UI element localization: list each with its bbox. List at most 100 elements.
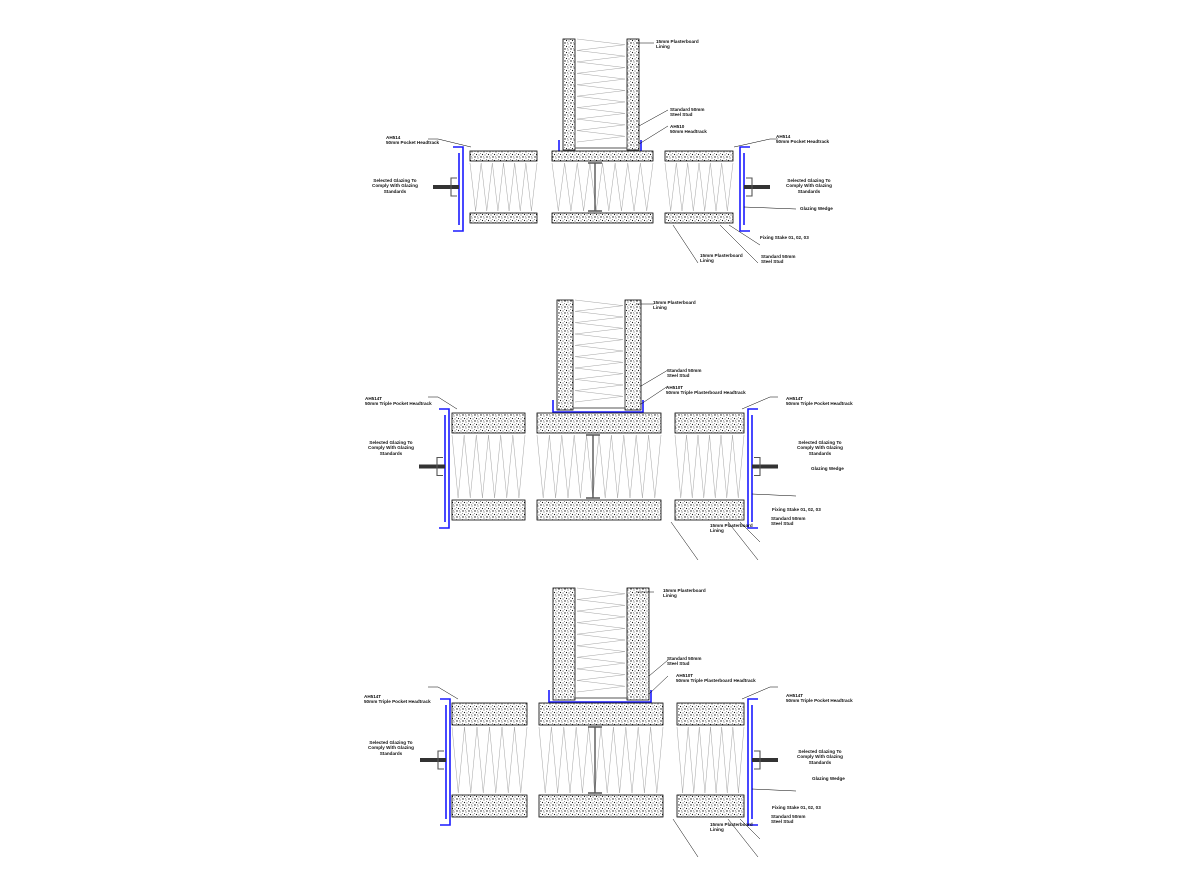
label-bottom-lining: 15mm Plasterboard Lining bbox=[700, 253, 743, 264]
steel-stud-top bbox=[572, 390, 626, 409]
leader-line bbox=[739, 521, 761, 543]
leader-line bbox=[728, 224, 761, 246]
insulation bbox=[576, 587, 626, 693]
plasterboard bbox=[538, 794, 664, 818]
glazing-wedge bbox=[746, 177, 753, 197]
glazing-wedge bbox=[450, 177, 457, 197]
glazing-wedge bbox=[436, 456, 443, 477]
insulation bbox=[574, 299, 624, 403]
plasterboard bbox=[676, 702, 745, 726]
label-headtrack-left: AH514T 50mm Triple Pocket Headtrack bbox=[364, 694, 431, 705]
plasterboard bbox=[469, 212, 538, 224]
label-glazing-left: Selected Glazing To Comply With Glazing … bbox=[368, 740, 414, 756]
insulation bbox=[451, 726, 528, 794]
plasterboard bbox=[451, 794, 528, 818]
leader-line bbox=[743, 206, 797, 210]
label-top-lining: 15mm Plasterboard Lining bbox=[653, 300, 696, 311]
label-glazing-wedge: Glazing Wedge bbox=[811, 466, 844, 471]
plasterboard bbox=[626, 38, 640, 151]
leader-line bbox=[428, 686, 459, 700]
label-glazing-wedge: Glazing Wedge bbox=[800, 206, 833, 211]
label-stud-top: Standard 50mm Steel Stud bbox=[670, 107, 705, 118]
headtrack-center bbox=[552, 400, 644, 413]
label-fixing: Fixing Stake 01, 02, 03 bbox=[772, 805, 821, 810]
leader-line bbox=[733, 138, 778, 148]
leader-line bbox=[428, 138, 472, 148]
glazing-left bbox=[433, 185, 459, 189]
label-glazing-wedge: Glazing Wedge bbox=[812, 776, 845, 781]
insulation bbox=[664, 162, 734, 212]
steel-stud-center bbox=[588, 162, 602, 212]
label-fixing: Fixing Stake 01, 02, 03 bbox=[772, 507, 821, 512]
label-fixing: Fixing Stake 01, 02, 03 bbox=[760, 235, 809, 240]
leader-line bbox=[751, 788, 797, 792]
steel-stud-center bbox=[588, 726, 602, 794]
steel-stud-center bbox=[586, 434, 600, 499]
insulation bbox=[576, 38, 626, 143]
leader-line bbox=[428, 396, 458, 410]
detail-1 bbox=[428, 38, 797, 264]
plasterboard bbox=[469, 150, 538, 162]
leader-line bbox=[727, 521, 759, 561]
label-headtrack-center: AH510 50mm Headtrack bbox=[670, 124, 707, 135]
label-glazing-right: Selected Glazing To Comply With Glazing … bbox=[797, 440, 843, 456]
plasterboard bbox=[451, 412, 526, 434]
leader-line bbox=[741, 686, 778, 700]
plasterboard bbox=[556, 299, 574, 411]
glazing-wedge bbox=[754, 456, 761, 477]
headtrack-center bbox=[548, 690, 652, 703]
label-headtrack-left: AH514 50mm Pocket Headtrack bbox=[386, 135, 440, 146]
label-headtrack-center: AH510T 50mm Triple Plasterboard Headtrac… bbox=[666, 385, 746, 396]
glazing-wedge bbox=[754, 750, 761, 770]
label-headtrack-right: AH514 50mm Pocket Headtrack bbox=[776, 134, 830, 145]
leader-line bbox=[672, 224, 699, 264]
label-top-lining: 15mm Plasterboard Lining bbox=[663, 588, 706, 599]
label-stud-top: Standard 50mm Steel Stud bbox=[667, 368, 702, 379]
insulation bbox=[469, 162, 538, 212]
plasterboard bbox=[674, 499, 745, 521]
glazing-right bbox=[752, 758, 778, 762]
label-stud-bottom: Standard 50mm Steel Stud bbox=[771, 516, 806, 527]
insulation bbox=[676, 726, 745, 794]
leader-line bbox=[741, 396, 778, 410]
insulation bbox=[538, 726, 664, 794]
label-headtrack-right: AH514T 50mm Triple Pocket Headtrack bbox=[786, 693, 853, 704]
insulation bbox=[536, 434, 662, 499]
plasterboard bbox=[626, 587, 650, 701]
glazing-wedge bbox=[437, 750, 444, 770]
plasterboard bbox=[552, 587, 576, 701]
plasterboard bbox=[562, 38, 576, 151]
leader-line bbox=[648, 659, 669, 677]
detail-2 bbox=[419, 299, 797, 561]
glazing-right bbox=[744, 185, 770, 189]
leader-line bbox=[672, 818, 699, 858]
plasterboard bbox=[536, 499, 662, 521]
label-stud-top: Standard 50mm Steel Stud bbox=[667, 656, 702, 667]
plasterboard bbox=[551, 212, 654, 224]
leader-line bbox=[648, 675, 669, 695]
insulation bbox=[551, 162, 654, 212]
plasterboard bbox=[664, 150, 734, 162]
label-glazing-left: Selected Glazing To Comply With Glazing … bbox=[372, 178, 418, 194]
label-headtrack-right: AH514T 50mm Triple Pocket Headtrack bbox=[786, 396, 853, 407]
leader-line bbox=[670, 521, 699, 561]
leader-line bbox=[640, 369, 669, 387]
label-headtrack-left: AH514T 50mm Triple Pocket Headtrack bbox=[365, 396, 432, 407]
leader-line bbox=[638, 109, 669, 127]
plasterboard bbox=[674, 412, 745, 434]
insulation bbox=[674, 434, 745, 499]
leader-line bbox=[719, 224, 759, 264]
label-glazing-right: Selected Glazing To Comply With Glazing … bbox=[786, 178, 832, 194]
leader-line bbox=[640, 385, 669, 405]
plasterboard bbox=[536, 412, 662, 434]
glazing-right bbox=[752, 464, 778, 469]
label-glazing-right: Selected Glazing To Comply With Glazing … bbox=[797, 749, 843, 765]
glazing-left bbox=[419, 464, 445, 469]
plasterboard bbox=[451, 499, 526, 521]
plasterboard bbox=[551, 150, 654, 162]
steel-stud-top bbox=[574, 130, 628, 149]
plasterboard bbox=[676, 794, 745, 818]
insulation bbox=[451, 434, 526, 499]
